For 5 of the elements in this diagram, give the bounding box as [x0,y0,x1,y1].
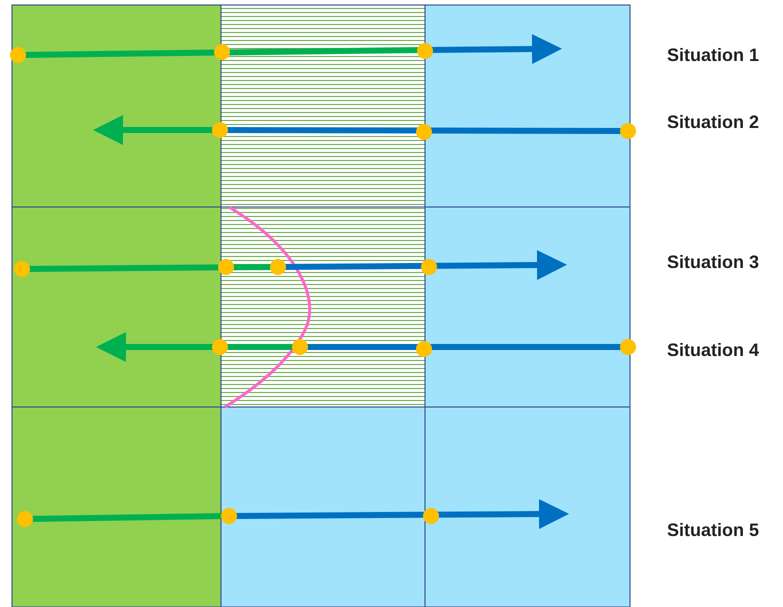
situation-label: Situation 5 [667,519,760,541]
situation-label: Situation 4 [667,339,760,361]
situation-label: Situation 1 [667,44,760,66]
situation-label: Situation 3 [667,251,760,273]
situation-label: Situation 2 [667,111,760,133]
